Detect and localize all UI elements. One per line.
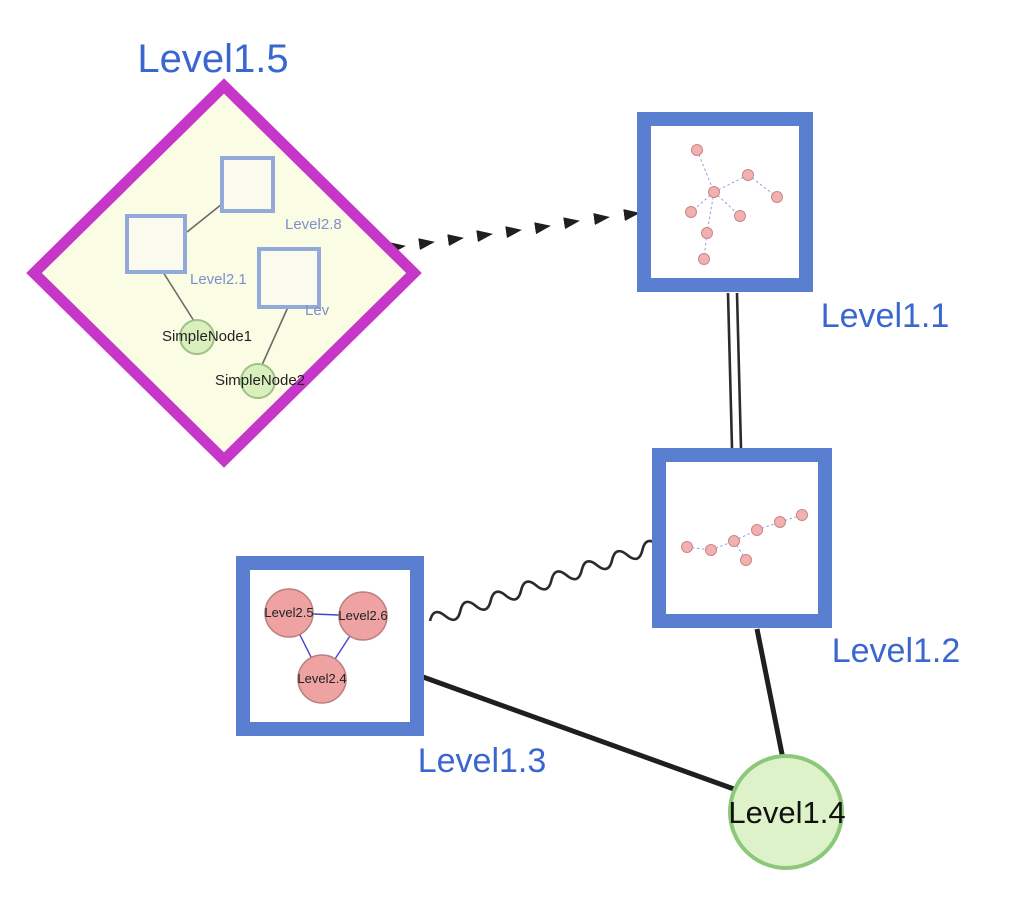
level2_6-label: Level2.6: [338, 608, 387, 623]
node-level1_5[interactable]: Level2.8 Level2.1 Lev SimpleNode1 Simple…: [26, 78, 422, 468]
simplenode1-label: SimpleNode1: [162, 328, 252, 345]
level1_3-inner-graph: Level2.5 Level2.6 Level2.4: [264, 588, 388, 704]
edge-level1_2-to-level1_4[interactable]: [754, 628, 786, 760]
mini-node[interactable]: [740, 554, 752, 566]
level1_5-label: Level1.5: [137, 37, 288, 81]
node-level2_5[interactable]: [264, 588, 314, 638]
mini-node[interactable]: [698, 253, 710, 265]
level1_2-inner-graph: [681, 509, 808, 566]
edge-level1_3-to-level1_2[interactable]: [428, 539, 660, 627]
node-level2_8[interactable]: [220, 156, 275, 213]
node-level2_truncated[interactable]: [257, 247, 321, 309]
mini-node[interactable]: [691, 144, 703, 156]
node-simplenode2[interactable]: [240, 363, 276, 399]
mini-node[interactable]: [681, 541, 693, 553]
edge-level1_1-to-level1_2[interactable]: [726, 292, 743, 449]
level1_1-label: Level1.1: [821, 297, 950, 335]
node-level1_4[interactable]: [728, 754, 844, 870]
level1_4-label: Level1.4: [728, 795, 845, 830]
mini-node[interactable]: [796, 509, 808, 521]
node-level2_1[interactable]: [125, 214, 187, 274]
mini-node[interactable]: [751, 524, 763, 536]
level1_3-box[interactable]: [236, 556, 424, 736]
node-level1_1[interactable]: [637, 112, 813, 292]
mini-node[interactable]: [708, 186, 720, 198]
edge-level2_8-to-level2_1: [186, 203, 223, 233]
node-level1_3[interactable]: Level2.5 Level2.6 Level2.4: [236, 556, 424, 736]
mini-node[interactable]: [701, 227, 713, 239]
simplenode2-label: SimpleNode2: [215, 372, 305, 389]
edge-level2_1-to-simplenode1: [162, 271, 195, 322]
level1_1-box[interactable]: [637, 112, 813, 292]
level1_5-diamond-shape[interactable]: [26, 78, 422, 468]
mini-node[interactable]: [771, 191, 783, 203]
mini-node[interactable]: [705, 544, 717, 556]
mini-node[interactable]: [685, 206, 697, 218]
level2_8-label: Level2.8: [285, 216, 342, 233]
edge-level1_5-to-level1_1[interactable]: [389, 209, 640, 255]
level1_2-box[interactable]: [652, 448, 832, 628]
node-level2_6[interactable]: [338, 591, 388, 641]
level2_truncated-label: Lev: [305, 302, 330, 319]
node-level2_4[interactable]: [297, 654, 347, 704]
level1_1-inner-graph: [685, 144, 783, 265]
edge-lev-to-simplenode2: [261, 306, 289, 366]
level2_5-label: Level2.5: [264, 605, 313, 620]
level1_4-circle[interactable]: [728, 754, 844, 870]
node-simplenode1[interactable]: [179, 319, 215, 355]
mini-node[interactable]: [728, 535, 740, 547]
node-level1_2[interactable]: [652, 448, 832, 628]
level2_4-label: Level2.4: [297, 671, 346, 686]
mini-node[interactable]: [742, 169, 754, 181]
edge-level1_3-to-level1_4[interactable]: [422, 674, 746, 796]
level1_3-label: Level1.3: [418, 742, 547, 780]
level1_2-label: Level1.2: [832, 632, 961, 670]
mini-node[interactable]: [734, 210, 746, 222]
mini-node[interactable]: [774, 516, 786, 528]
level2_1-label: Level2.1: [190, 271, 247, 288]
